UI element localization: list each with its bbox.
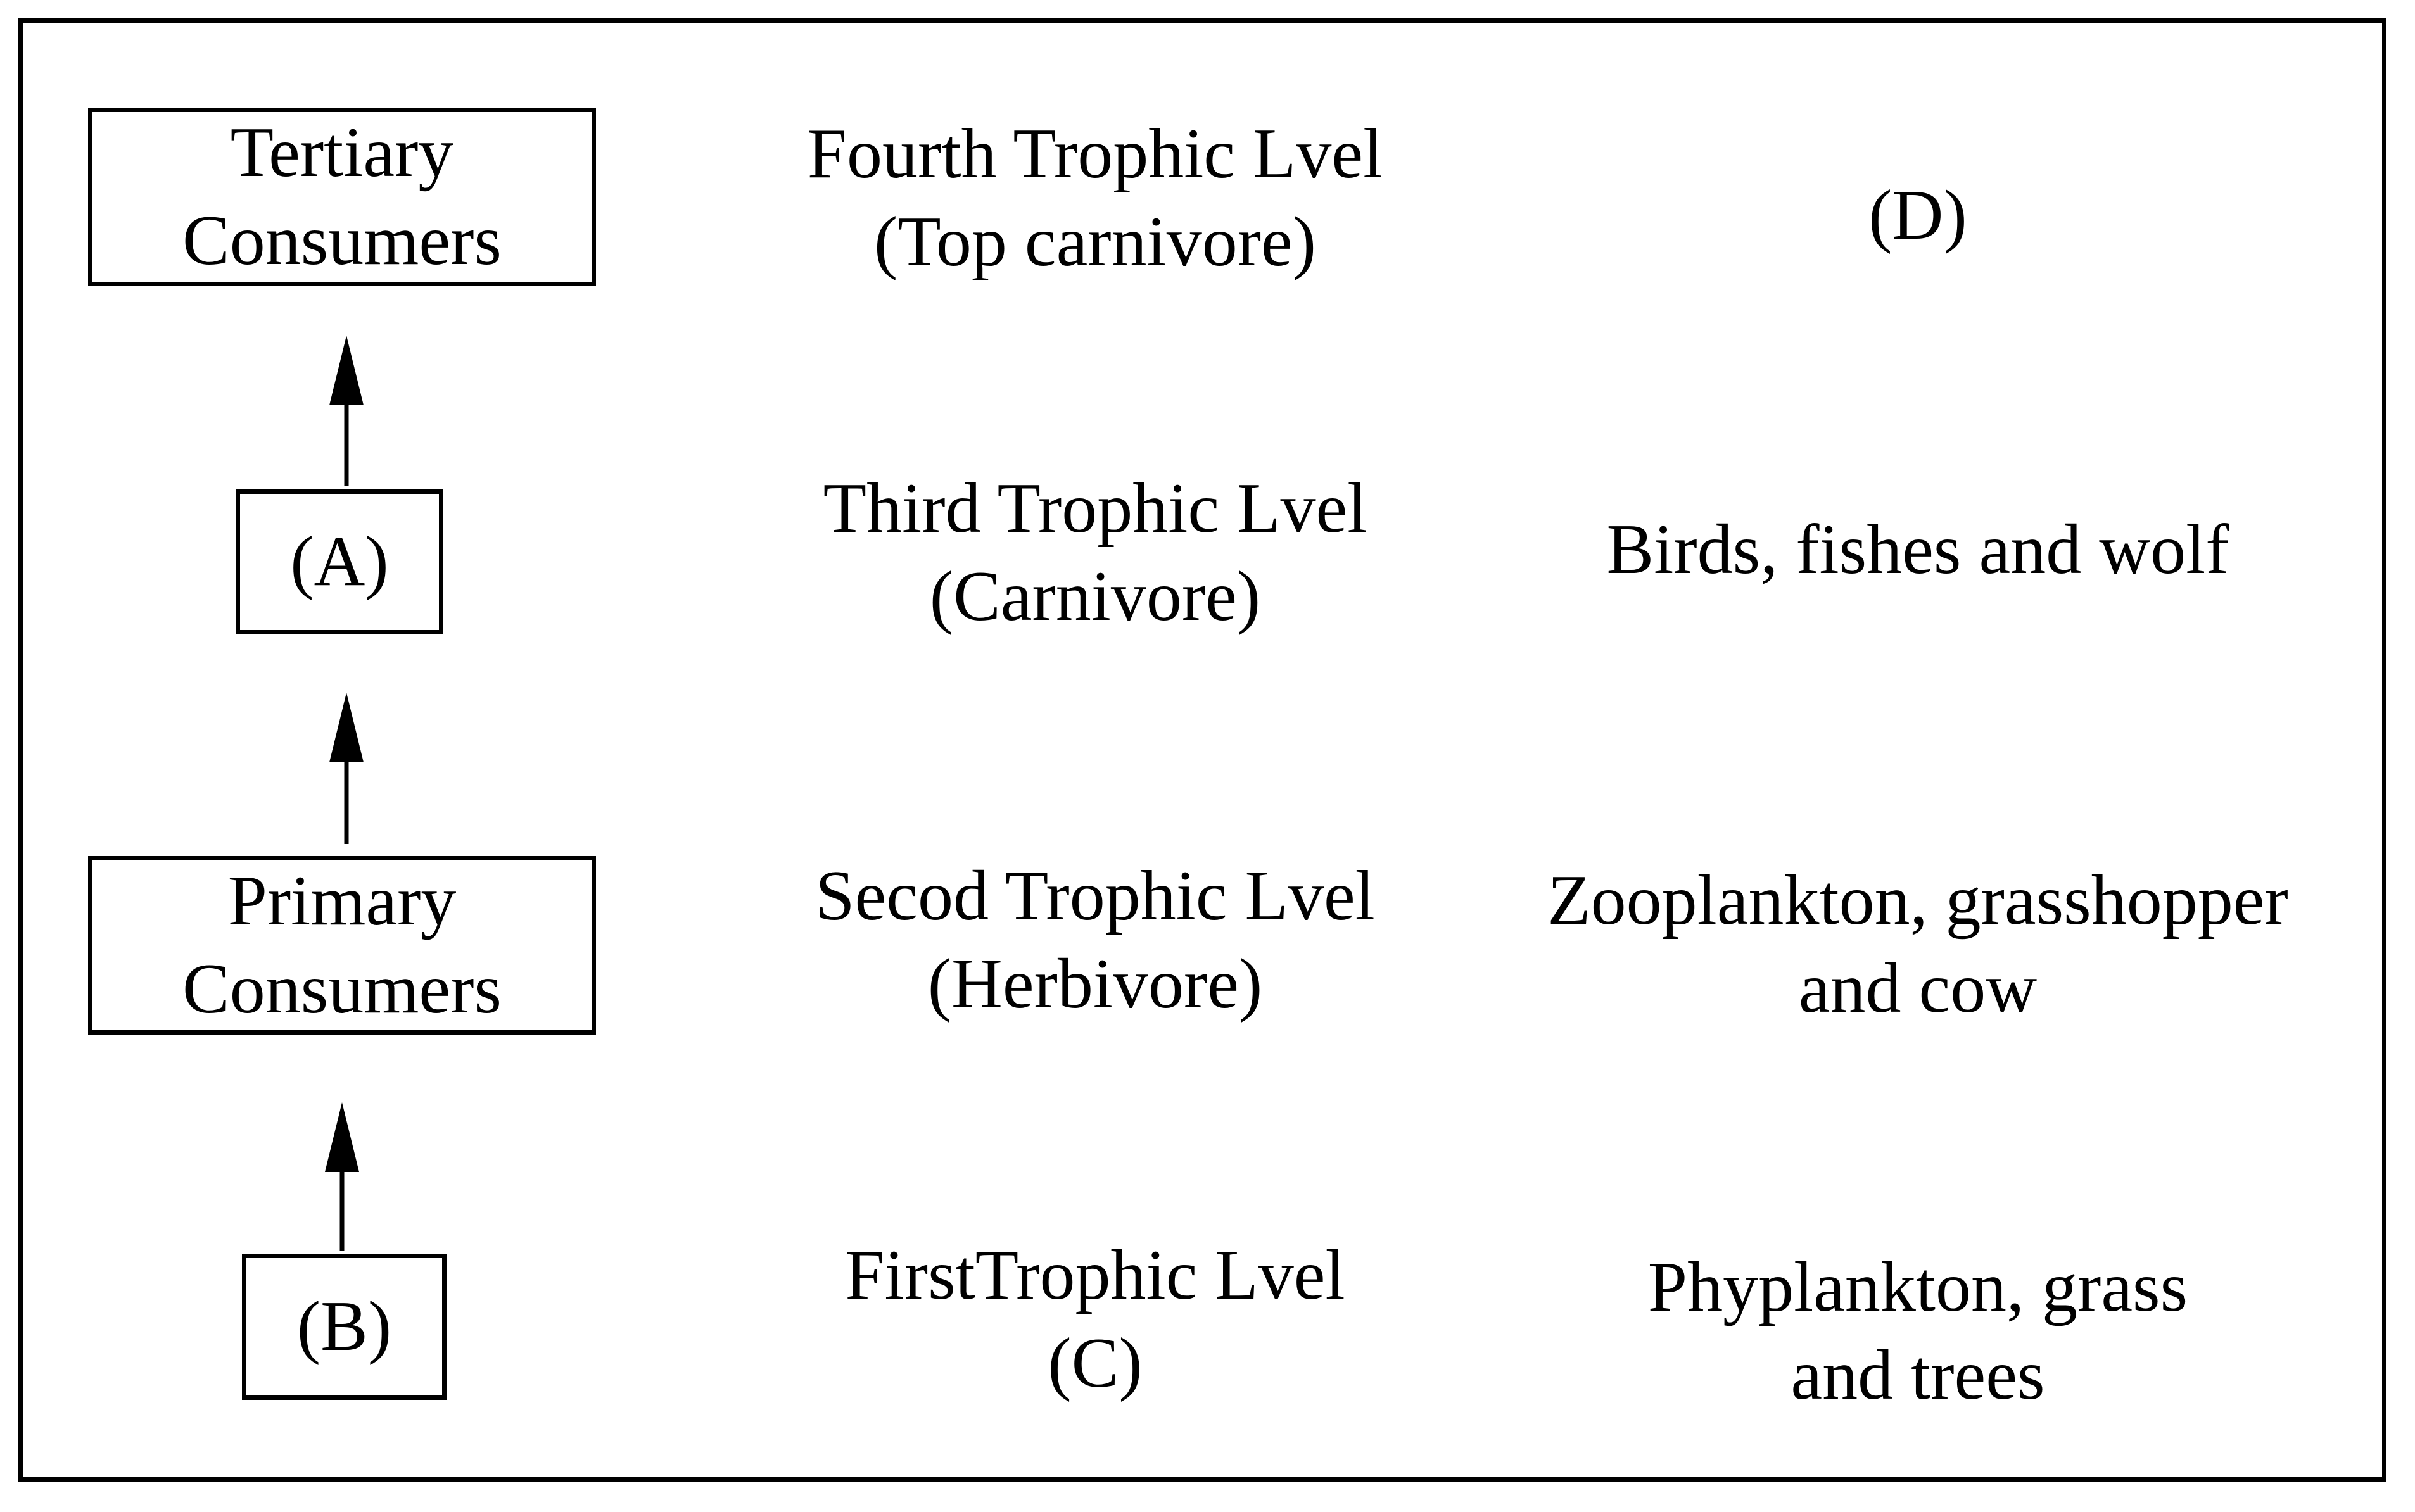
level-subtitle: (Carnivore) (929, 557, 1261, 636)
examples-text: Phyplankton, grass (1647, 1248, 2188, 1326)
arrow-a-to-tertiary (329, 336, 364, 486)
level-title: Secod Trophic Lvel (815, 857, 1375, 935)
level-title: FirstTrophic Lvel (845, 1236, 1345, 1314)
level1-label: FirstTrophic Lvel (C) (845, 1232, 1345, 1408)
examples-text: and trees (1791, 1336, 2045, 1414)
box-label: Primary (227, 862, 457, 940)
level2-examples: Zooplankton, grasshopper and cow (1547, 857, 2288, 1033)
level-title: Fourth Trophic Lvel (807, 115, 1383, 193)
level-subtitle: (Herbivore) (927, 945, 1263, 1023)
level4-examples: (D) (1868, 172, 1967, 260)
examples-text: Birds, fishes and wolf (1606, 510, 2229, 589)
box-label: Consumers (182, 950, 502, 1028)
box-a: (A) (236, 489, 443, 634)
level4-label: Fourth Trophic Lvel (Top carnivore) (808, 110, 1383, 286)
arrow-b-to-primary (325, 1102, 359, 1251)
level-title: Third Trophic Lvel (823, 469, 1367, 548)
level-subtitle: (Top carnivore) (873, 203, 1317, 281)
box-label: Tertiary (230, 113, 454, 192)
tertiary-consumers-box: Tertiary Consumers (88, 108, 596, 286)
arrow-primary-to-a (329, 693, 364, 844)
examples-text: and cow (1798, 949, 2038, 1028)
level1-examples: Phyplankton, grass and trees (1648, 1244, 2188, 1420)
examples-text: Zooplankton, grasshopper (1547, 861, 2288, 940)
box-label: Consumers (182, 201, 502, 280)
level-subtitle: (C) (1048, 1324, 1143, 1402)
level3-label: Third Trophic Lvel (Carnivore) (823, 465, 1367, 641)
box-label: (B) (296, 1287, 392, 1366)
level2-label: Secod Trophic Lvel (Herbivore) (815, 852, 1375, 1028)
primary-consumers-box: Primary Consumers (88, 856, 596, 1035)
diagram-frame (18, 18, 2386, 1482)
box-label: (A) (290, 522, 389, 601)
examples-text: (D) (1868, 176, 1967, 255)
box-b: (B) (242, 1254, 447, 1400)
level3-examples: Birds, fishes and wolf (1606, 506, 2229, 594)
